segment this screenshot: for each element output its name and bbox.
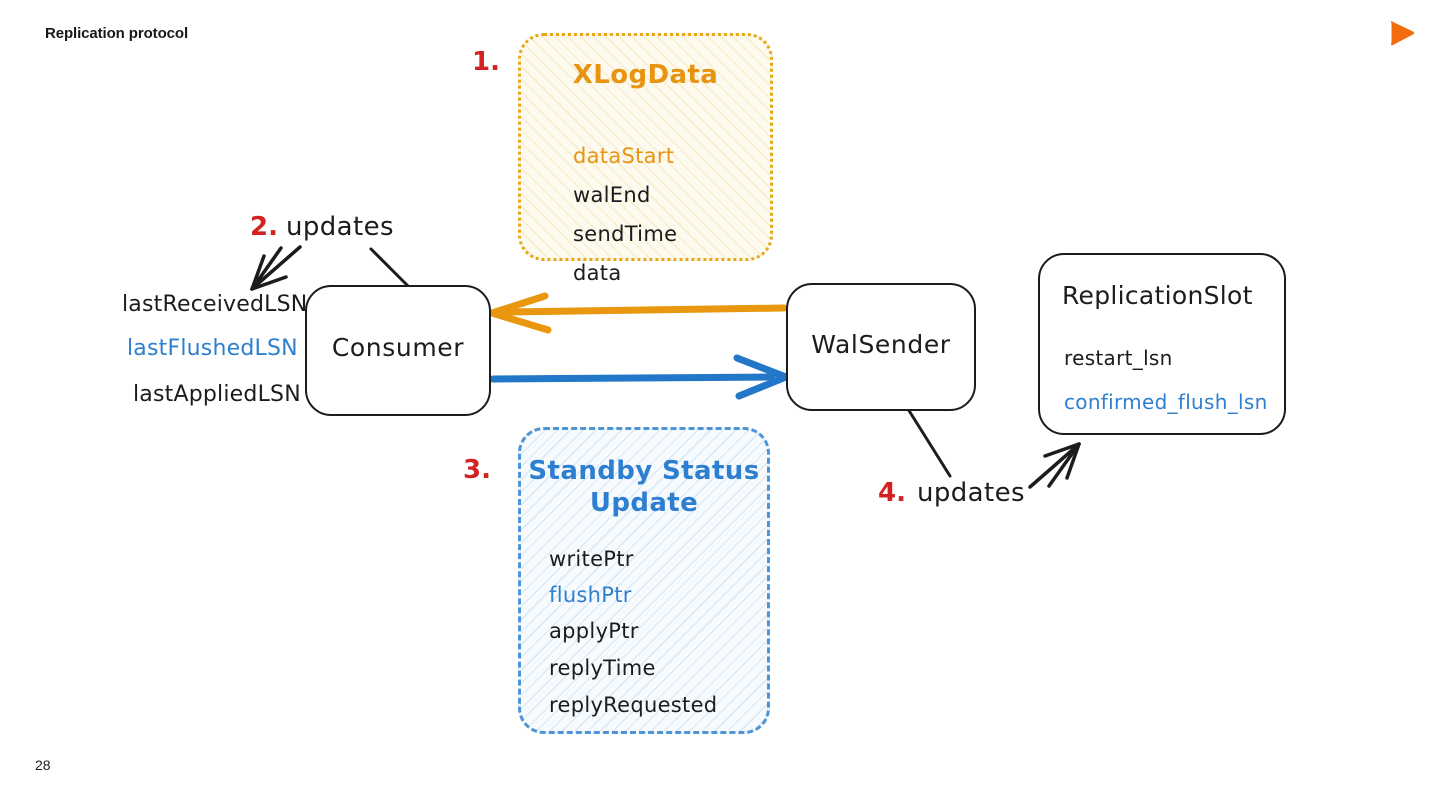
xlogdata-field-walEnd: walEnd [573, 183, 651, 207]
arrow-step4-to-slot [1028, 442, 1081, 489]
replication-slot-field-confirmed-flush-lsn: confirmed_flush_lsn [1064, 390, 1268, 414]
step4-updates-label: updates [917, 478, 1025, 508]
step-number-3: 3. [463, 455, 491, 485]
standby-field-writePtr: writePtr [549, 547, 634, 571]
step-number-4: 4. [878, 478, 906, 508]
xlogdata-message-box: XLogData dataStart walEnd sendTime data [518, 33, 773, 285]
page-title: Replication protocol [45, 25, 189, 42]
play-triangle-logo [1386, 16, 1418, 50]
node-replication-slot[interactable]: ReplicationSlot restart_lsn confirmed_fl… [1038, 253, 1286, 435]
xlogdata-field-sendTime: sendTime [573, 222, 678, 246]
consumer-state-lastAppliedLSN: lastAppliedLSN [133, 382, 301, 407]
consumer-state-lastReceivedLSN: lastReceivedLSN [122, 292, 308, 317]
arrow-standby-status-blue [489, 354, 790, 400]
leader-line-consumer [369, 247, 412, 290]
node-consumer[interactable]: Consumer [305, 285, 491, 416]
node-walsender-label: WalSender [811, 330, 951, 359]
standby-field-replyRequested: replyRequested [549, 693, 718, 717]
step2-updates-label: updates [286, 212, 394, 242]
arrow-step2-to-lsn [250, 245, 302, 291]
step-number-1: 1. [472, 47, 500, 77]
replication-slot-field-restart-lsn: restart_lsn [1064, 346, 1173, 370]
consumer-state-lastFlushedLSN: lastFlushedLSN [127, 336, 298, 361]
page-number: 28 [35, 757, 51, 773]
standby-field-replyTime: replyTime [549, 656, 656, 680]
leader-line-walsender [906, 407, 952, 478]
standby-field-flushPtr: flushPtr [549, 583, 632, 607]
standby-status-update-message-box: Standby Status Update writePtr flushPtr … [518, 427, 770, 734]
xlogdata-title: XLogData [572, 60, 719, 90]
replication-slot-title: ReplicationSlot [1062, 281, 1253, 310]
node-walsender[interactable]: WalSender [786, 283, 976, 411]
xlogdata-field-data: data [573, 261, 622, 285]
standby-title-line2: Update [589, 487, 699, 518]
step-number-2: 2. [250, 212, 278, 242]
arrow-xlogdata-orange [488, 292, 788, 334]
standby-field-applyPtr: applyPtr [549, 619, 639, 643]
xlogdata-field-dataStart: dataStart [573, 144, 675, 168]
node-consumer-label: Consumer [331, 333, 465, 362]
standby-title-line1: Standby Status [528, 456, 760, 486]
